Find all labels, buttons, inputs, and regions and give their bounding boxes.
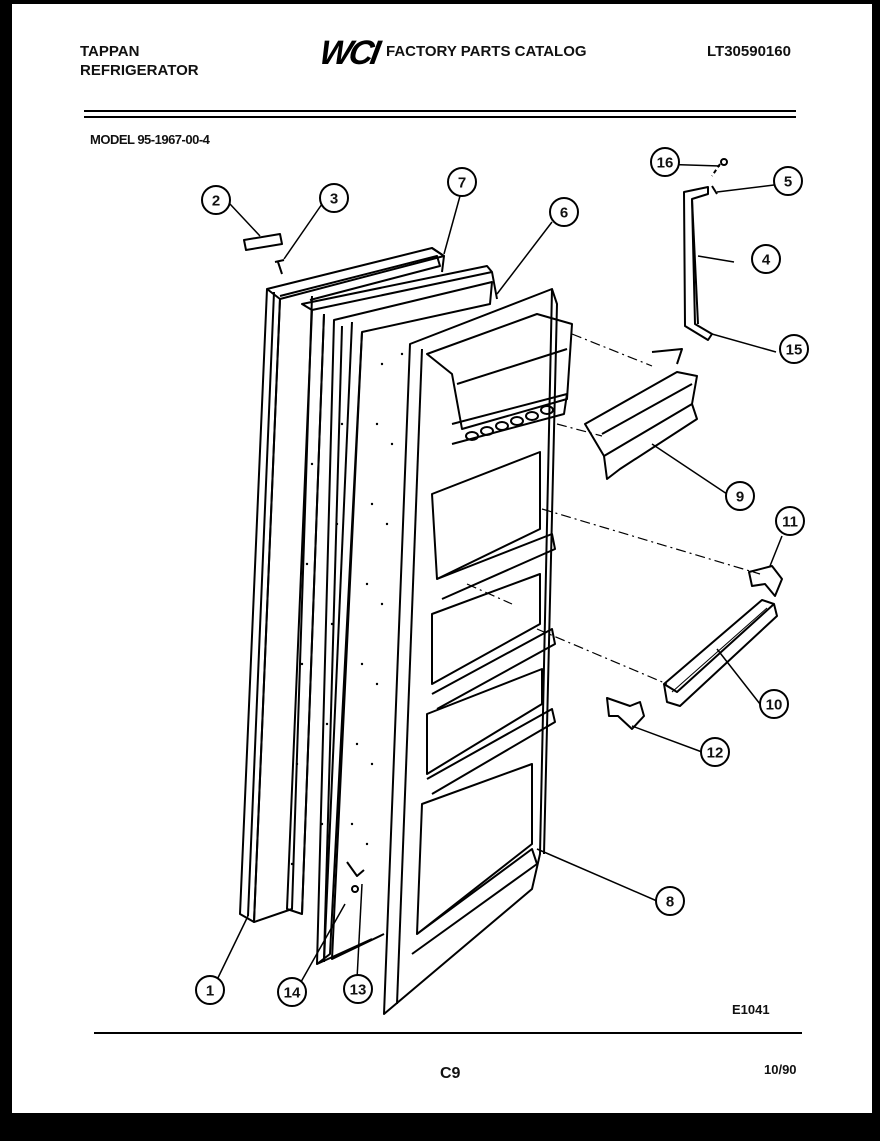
callout-label-3: 3 [330,191,338,208]
catalog-number: LT30590160 [707,43,791,60]
exploded-parts-diagram: 2 3 7 6 16 5 4 15 9 11 10 12 8 1 14 13 [195,147,809,1015]
egg-tray [465,405,554,441]
callout-10 [759,689,789,719]
callout-label-2: 2 [212,193,220,210]
callout-14 [277,977,307,1007]
header-rule-bottom [84,116,796,118]
callout-label-13: 13 [350,982,367,999]
door-gasket [286,265,498,915]
header-rule-top [84,110,796,112]
callout-15 [779,334,809,364]
catalog-page: TAPPAN REFRIGERATOR WCI FACTORY PARTS CA… [12,4,872,1113]
scan-edge [0,0,12,1141]
callout-label-16: 16 [657,155,674,172]
callout-label-15: 15 [786,342,803,359]
page-number: C9 [440,1065,461,1082]
dairy-bin [584,348,698,480]
callout-8 [655,886,685,916]
callout-label-9: 9 [736,489,744,506]
callout-label-8: 8 [666,894,674,911]
callout-4 [751,244,781,274]
callout-3 [319,183,349,213]
callout-label-14: 14 [284,985,301,1002]
callout-5 [773,166,803,196]
alignment-lines [466,333,761,685]
callout-11 [775,506,805,536]
hinge-screw [351,885,359,893]
product-type: REFRIGERATOR [80,62,199,79]
brand-name: TAPPAN [80,43,140,60]
callout-9 [725,481,755,511]
callout-label-11: 11 [782,514,798,531]
callout-label-4: 4 [762,252,771,269]
callout-7 [447,167,477,197]
callout-label-10: 10 [766,697,783,714]
callout-markers [195,147,809,1007]
door-stop-bar [683,158,728,341]
model-label: MODEL 95-1967-00-4 [90,132,210,147]
callout-12 [700,737,730,767]
callout-label-1: 1 [206,983,214,1000]
callout-16 [650,147,680,177]
outer-door-panel [239,247,445,923]
callout-13 [343,974,373,1004]
inner-door-liner [383,288,573,1015]
rail-clip-left [606,697,645,730]
hinge-pin [346,861,365,877]
callout-1 [195,975,225,1005]
trim-screw [274,259,285,275]
footer-rule [94,1032,802,1034]
handle-trim [243,233,283,251]
shelf-rail [663,599,778,707]
stipple-texture [290,352,404,866]
rail-clip-right [748,565,783,597]
callout-6 [549,197,579,227]
callout-label-7: 7 [458,175,466,192]
callout-2 [201,185,231,215]
revision-date: 10/90 [764,1062,797,1077]
catalog-title: FACTORY PARTS CATALOG [386,43,587,60]
callout-label-6: 6 [560,205,568,222]
liner-panel [290,281,493,965]
callout-label-5: 5 [784,174,792,191]
callout-label-12: 12 [707,745,724,762]
brand-block: TAPPAN REFRIGERATOR [80,42,199,80]
figure-code: E1041 [732,1002,770,1017]
